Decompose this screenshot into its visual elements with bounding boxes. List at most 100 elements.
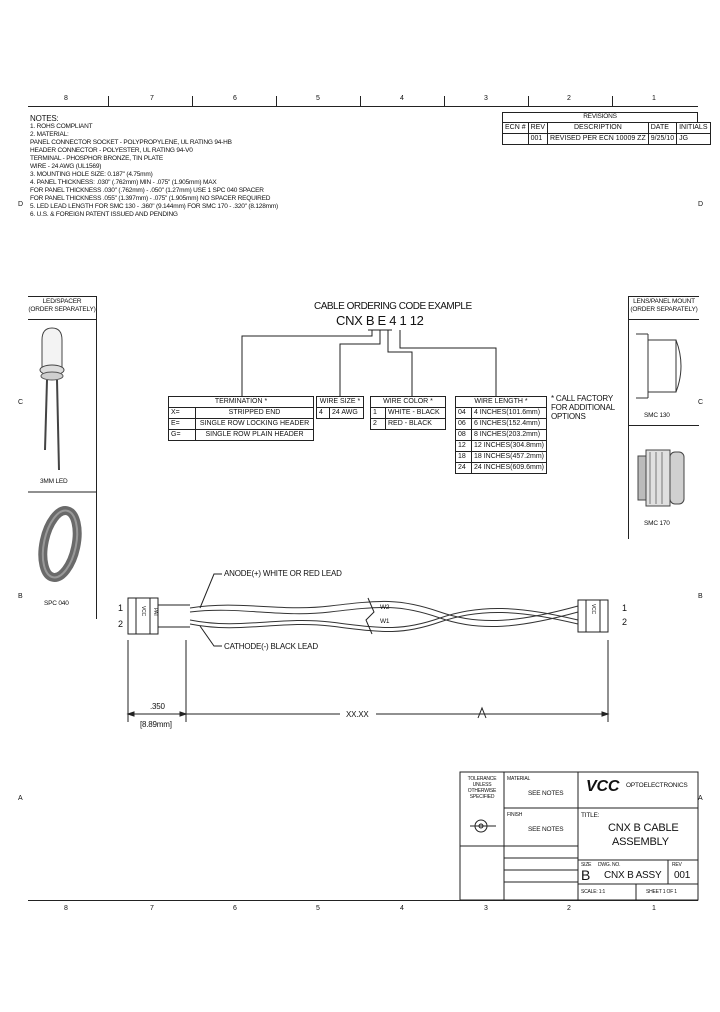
rev-cell-initials: JG (676, 133, 711, 145)
rev-cell-date: 9/25/10 (647, 133, 678, 145)
revisions-title: REVISIONS (583, 113, 617, 120)
zone-bottom-8: 8 (64, 905, 68, 912)
zone-right-d: D (698, 201, 703, 208)
wire-length-desc: 12 INCHES(304.8mm) (470, 440, 548, 452)
note-line: 3. MOUNTING HOLE SIZE: 0.187" (4.75mm) (30, 171, 153, 178)
tick (276, 96, 277, 106)
wire-color-header: WIRE COLOR * (370, 396, 446, 408)
zone-left-c: C (18, 399, 23, 406)
note-line: TERMINAL - PHOSPHOR BRONZE, TIN PLATE (30, 155, 163, 162)
rev-cell-rev: 001 (527, 133, 549, 145)
frame-bottom-line (28, 900, 698, 901)
scale-label: SCALE: 1:1 (581, 889, 606, 895)
rev-header-date: DATE (647, 122, 678, 134)
zone-right-b: B (698, 593, 703, 600)
zone-top-4: 4 (400, 95, 404, 102)
call-factory-note: * CALL FACTORY FOR ADDITIONAL OPTIONS (551, 394, 615, 421)
smc170-label: SMC 170 (644, 520, 670, 527)
smc170-illustration (637, 449, 685, 507)
wire-color-code: 2 (370, 418, 386, 430)
size-label: SIZE (581, 862, 592, 868)
rev-header-initials: INITIALS (676, 122, 711, 134)
termination-desc: STRIPPED END (195, 407, 314, 419)
led-illustration (39, 327, 65, 471)
ordering-code: CNX B E 4 1 12 (336, 313, 424, 328)
termination-desc: SINGLE ROW LOCKING HEADER (195, 418, 314, 430)
zone-top-3: 3 (484, 95, 488, 102)
wire-length-code: 12 (455, 440, 472, 452)
left-pin-1: 1 (118, 603, 123, 613)
call-factory-line: OPTIONS (551, 412, 586, 421)
rev-header-description: DESCRIPTION (547, 122, 649, 134)
title-line-1: CNX B CABLE (608, 822, 679, 834)
zone-top-2: 2 (567, 95, 571, 102)
rev-cell-description: REVISED PER ECN 10009 ZZ (547, 133, 649, 145)
rev-header-ecn: ECN # (502, 122, 529, 134)
zone-left-b: B (18, 593, 23, 600)
left-panel: LED/SPACER (ORDER SEPARATELY) (28, 296, 97, 619)
sheet-label: SHEET 1 OF 1 (646, 889, 677, 895)
tick (192, 96, 193, 106)
wire-color-code: 1 (370, 407, 386, 419)
right-panel-subtitle: (ORDER SEPARATELY) (630, 306, 698, 313)
zone-top-8: 8 (64, 95, 68, 102)
revisions-table: ECN # REV DESCRIPTION DATE INITIALS 001 … (502, 122, 711, 145)
zone-left-d: D (18, 201, 23, 208)
wire-length-desc: 18 INCHES(457.2mm) (470, 451, 548, 463)
wire-color-desc: WHITE - BLACK (385, 407, 446, 419)
cathode-label: CATHODE(-) BLACK LEAD (224, 642, 318, 651)
zone-right-a: A (698, 795, 703, 802)
right-connector-text: VCC (590, 604, 596, 614)
left-connector-text: VCC (140, 606, 146, 616)
tick (612, 96, 613, 106)
right-panel-title: LENS/PANEL MOUNT (633, 298, 695, 305)
left-panel-title: LED/SPACER (42, 298, 82, 305)
tick (360, 96, 361, 106)
material-label: MATERIAL (507, 776, 531, 782)
rev-cell-ecn (502, 133, 529, 145)
led-spacer-svg (28, 327, 96, 582)
termination-code: G= (168, 429, 196, 441)
wire-color-desc: RED - BLACK (385, 418, 446, 430)
zone-bottom-7: 7 (150, 905, 154, 912)
rev-header-rev: REV (527, 122, 549, 134)
frame-top-line (28, 106, 698, 107)
notes-title: NOTES: (30, 114, 59, 123)
spacer-ring-illustration (38, 506, 82, 582)
termination-table: TERMINATION * X=STRIPPED END E=SINGLE RO… (168, 396, 314, 441)
right-pin-2: 2 (622, 617, 627, 627)
termination-desc: SINGLE ROW PLAIN HEADER (195, 429, 314, 441)
dwg-value: CNX B ASSY (604, 870, 662, 881)
zone-bottom-6: 6 (233, 905, 237, 912)
company-name: OPTOELECTRONICS (626, 782, 688, 789)
note-line: 1. ROHS COMPLIANT (30, 123, 93, 130)
ordering-title: CABLE ORDERING CODE EXAMPLE (314, 301, 472, 312)
left-panel-subtitle: (ORDER SEPARATELY) (28, 306, 96, 313)
material-value: SEE NOTES (528, 790, 564, 797)
smc130-label: SMC 130 (644, 412, 670, 419)
zone-bottom-3: 3 (484, 905, 488, 912)
lens-mount-svg (636, 333, 685, 507)
wire-length-header: WIRE LENGTH * (455, 396, 547, 408)
smc130-illustration (636, 333, 682, 399)
wire-length-code: 18 (455, 451, 472, 463)
notes-block: NOTES: 1. ROHS COMPLIANT 2. MATERIAL: PA… (30, 114, 278, 219)
zone-bottom-4: 4 (400, 905, 404, 912)
rev-label: REV (672, 862, 682, 868)
company-logo: VCC (586, 778, 620, 795)
wire-length-code: 24 (455, 462, 472, 474)
tick (108, 96, 109, 106)
size-value: B (581, 867, 591, 883)
tick (444, 96, 445, 106)
termination-code: E= (168, 418, 196, 430)
left-connector-pat: PAT (152, 608, 158, 617)
wire-length-desc: 8 INCHES(203.2mm) (470, 429, 548, 441)
zone-bottom-1: 1 (652, 905, 656, 912)
zone-left-a: A (18, 795, 23, 802)
left-pin-2: 2 (118, 619, 123, 629)
zone-bottom-2: 2 (567, 905, 571, 912)
wire-length-code: 06 (455, 418, 472, 430)
right-pin-1: 1 (622, 603, 627, 613)
